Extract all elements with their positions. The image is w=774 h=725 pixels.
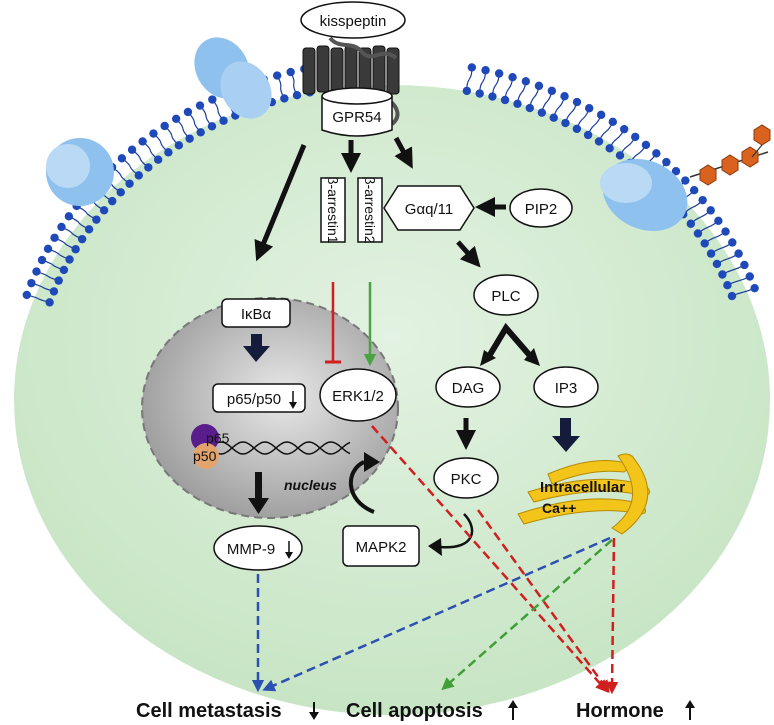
kisspeptin-label: kisspeptin bbox=[320, 13, 387, 30]
mapk2-label: MAPK2 bbox=[356, 539, 407, 556]
calcium-label: Ca++ bbox=[542, 500, 576, 516]
ikba-node bbox=[221, 298, 291, 328]
dashed-pkc-to-hormone bbox=[476, 509, 610, 694]
dashed-ca-to-apoptosis bbox=[441, 539, 613, 691]
endoplasmic-reticulum bbox=[517, 453, 650, 535]
pkc-label: PKC bbox=[451, 471, 482, 488]
p65p50-label: p65/p50 bbox=[227, 391, 281, 408]
p50-subunit bbox=[193, 443, 219, 469]
ikba-label: IκBα bbox=[241, 306, 272, 323]
dashed-ca-to-metastasis bbox=[262, 536, 611, 692]
p50-label: p50 bbox=[193, 448, 217, 464]
arrow-mapk2-to-erk bbox=[349, 460, 375, 514]
ip3-node bbox=[533, 366, 599, 408]
arrow-dna-to-mmp9-shaft bbox=[255, 472, 262, 500]
arrow-gpr54-to-gaq bbox=[393, 136, 413, 169]
gpr54-transmembrane-helices bbox=[302, 45, 400, 95]
membrane-protein-right bbox=[600, 159, 688, 231]
kisspeptin-node bbox=[300, 1, 406, 39]
erk12-node bbox=[319, 368, 397, 422]
outcome-hormone-label: Hormone bbox=[576, 700, 664, 722]
p65-label: p65 bbox=[206, 430, 230, 446]
dna-helix bbox=[209, 441, 351, 455]
dag-node bbox=[435, 366, 501, 408]
arrow-gaq-to-plc bbox=[456, 240, 481, 268]
gpr54-label: GPR54 bbox=[332, 109, 381, 126]
intracellular-label: Intracellular bbox=[540, 479, 625, 496]
mapk2-node bbox=[342, 525, 420, 567]
plc-node bbox=[473, 274, 539, 316]
mmp9-label: MMP-9 bbox=[227, 541, 275, 558]
membrane-protein-left bbox=[46, 138, 114, 206]
arrow-ip3-to-ca-shaft bbox=[560, 418, 571, 438]
outcome-apoptosis-label: Cell apoptosis bbox=[346, 700, 483, 722]
pkc-node bbox=[433, 457, 499, 499]
membrane-protein-left-top bbox=[194, 37, 272, 119]
mmp9-node bbox=[213, 525, 303, 571]
gaq11-node bbox=[383, 185, 475, 231]
ip3-label: IP3 bbox=[555, 380, 578, 397]
beta-arrestin2-box bbox=[357, 177, 383, 243]
beta-arrestin1-box bbox=[320, 177, 346, 243]
nucleus-label: nucleus bbox=[284, 477, 337, 493]
p65p50-node bbox=[212, 383, 306, 413]
plc-label: PLC bbox=[491, 288, 520, 305]
kisspeptin-chain bbox=[328, 36, 398, 60]
arrow-ikba-to-p65p50-shaft bbox=[251, 334, 262, 348]
dashed-ca-to-hormone bbox=[605, 537, 619, 695]
beta-arrestin2-label: β-arrestin2 bbox=[362, 176, 378, 243]
outcome-metastasis-label: Cell metastasis bbox=[136, 700, 282, 722]
gpr54-receptor bbox=[321, 96, 393, 137]
pip2-label: PIP2 bbox=[525, 201, 558, 218]
erk12-label: ERK1/2 bbox=[332, 388, 384, 405]
arrow-plc-split bbox=[485, 322, 535, 360]
arrow-gpr54-to-nfkb bbox=[254, 144, 307, 262]
pip2-node bbox=[509, 188, 573, 228]
glycan-chain bbox=[689, 124, 771, 186]
dashed-erk-to-hormone bbox=[371, 425, 609, 693]
dag-label: DAG bbox=[452, 380, 485, 397]
beta-arrestin1-label: β-arrestin1 bbox=[325, 176, 341, 243]
gaq11-label: Gαq/11 bbox=[405, 201, 453, 218]
